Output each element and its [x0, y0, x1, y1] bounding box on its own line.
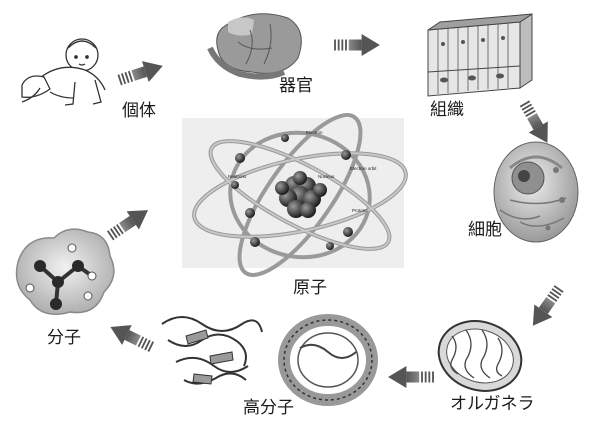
atom-annotation-protons: Protons	[352, 208, 368, 213]
atom-annotation-neutrons: Neutrons	[228, 174, 247, 179]
arrow-organelle-to-macromolecule	[388, 366, 434, 388]
cell-icon	[494, 142, 578, 242]
mitochondrion-icon	[430, 311, 531, 402]
atom-annotation-electron: Electron	[306, 130, 323, 135]
arrow-macromolecule-to-molecule	[106, 317, 157, 357]
arrow-tissue-to-cell	[515, 98, 557, 149]
label-organ: 器官	[279, 78, 313, 95]
epithelium-icon	[428, 14, 532, 96]
label-macromolecule: 高分子	[243, 400, 294, 417]
label-organelle: オルガネラ	[450, 396, 535, 413]
arrow-individual-to-organ	[116, 55, 166, 90]
arrow-organ-to-tissue	[334, 34, 380, 56]
baby-icon	[22, 39, 105, 105]
arrow-molecule-to-atom	[104, 201, 154, 245]
label-molecule: 分子	[47, 330, 81, 347]
atom-icon: Electron Neutrons Nucleus Electron orbit…	[182, 99, 413, 291]
label-cell: 細胞	[468, 222, 502, 239]
arrow-cell-to-organelle	[524, 282, 568, 332]
heart-icon	[210, 14, 301, 77]
label-atom: 原子	[293, 280, 327, 297]
atom-annotation-nucleus: Nucleus	[318, 174, 335, 179]
label-individual: 個体	[122, 103, 156, 120]
label-tissue: 組織	[430, 102, 464, 119]
atom-annotation-electron-orbit: Electron orbit	[350, 166, 377, 171]
molecule-icon	[17, 229, 114, 314]
protein-icon	[162, 317, 372, 400]
